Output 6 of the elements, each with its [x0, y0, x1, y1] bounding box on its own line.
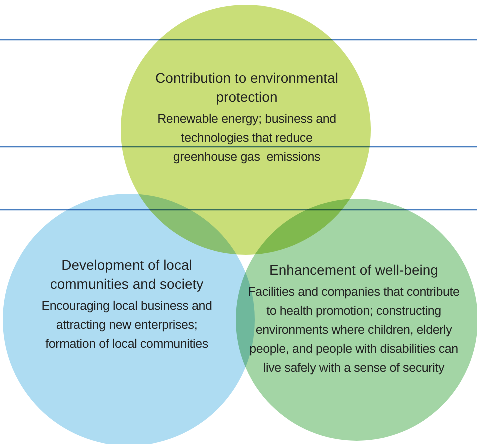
- heading-text: Development of local communities and society: [49, 256, 205, 294]
- heading-text: Enhancement of well-being: [268, 261, 440, 280]
- description-text: Renewable energy; business and technologies that reduce greenhouse gas emissions: [156, 111, 338, 166]
- description-text: Encouraging local business and attracting new enterprises; formation of local communities: [40, 298, 214, 353]
- description-text: Facilities and companies that contribute to health promotion; constructing environments where children, elderly people, and people with disabilities can live safely with a sense of security: [248, 284, 460, 377]
- heading-text: Contribution to environmental protection: [154, 69, 340, 107]
